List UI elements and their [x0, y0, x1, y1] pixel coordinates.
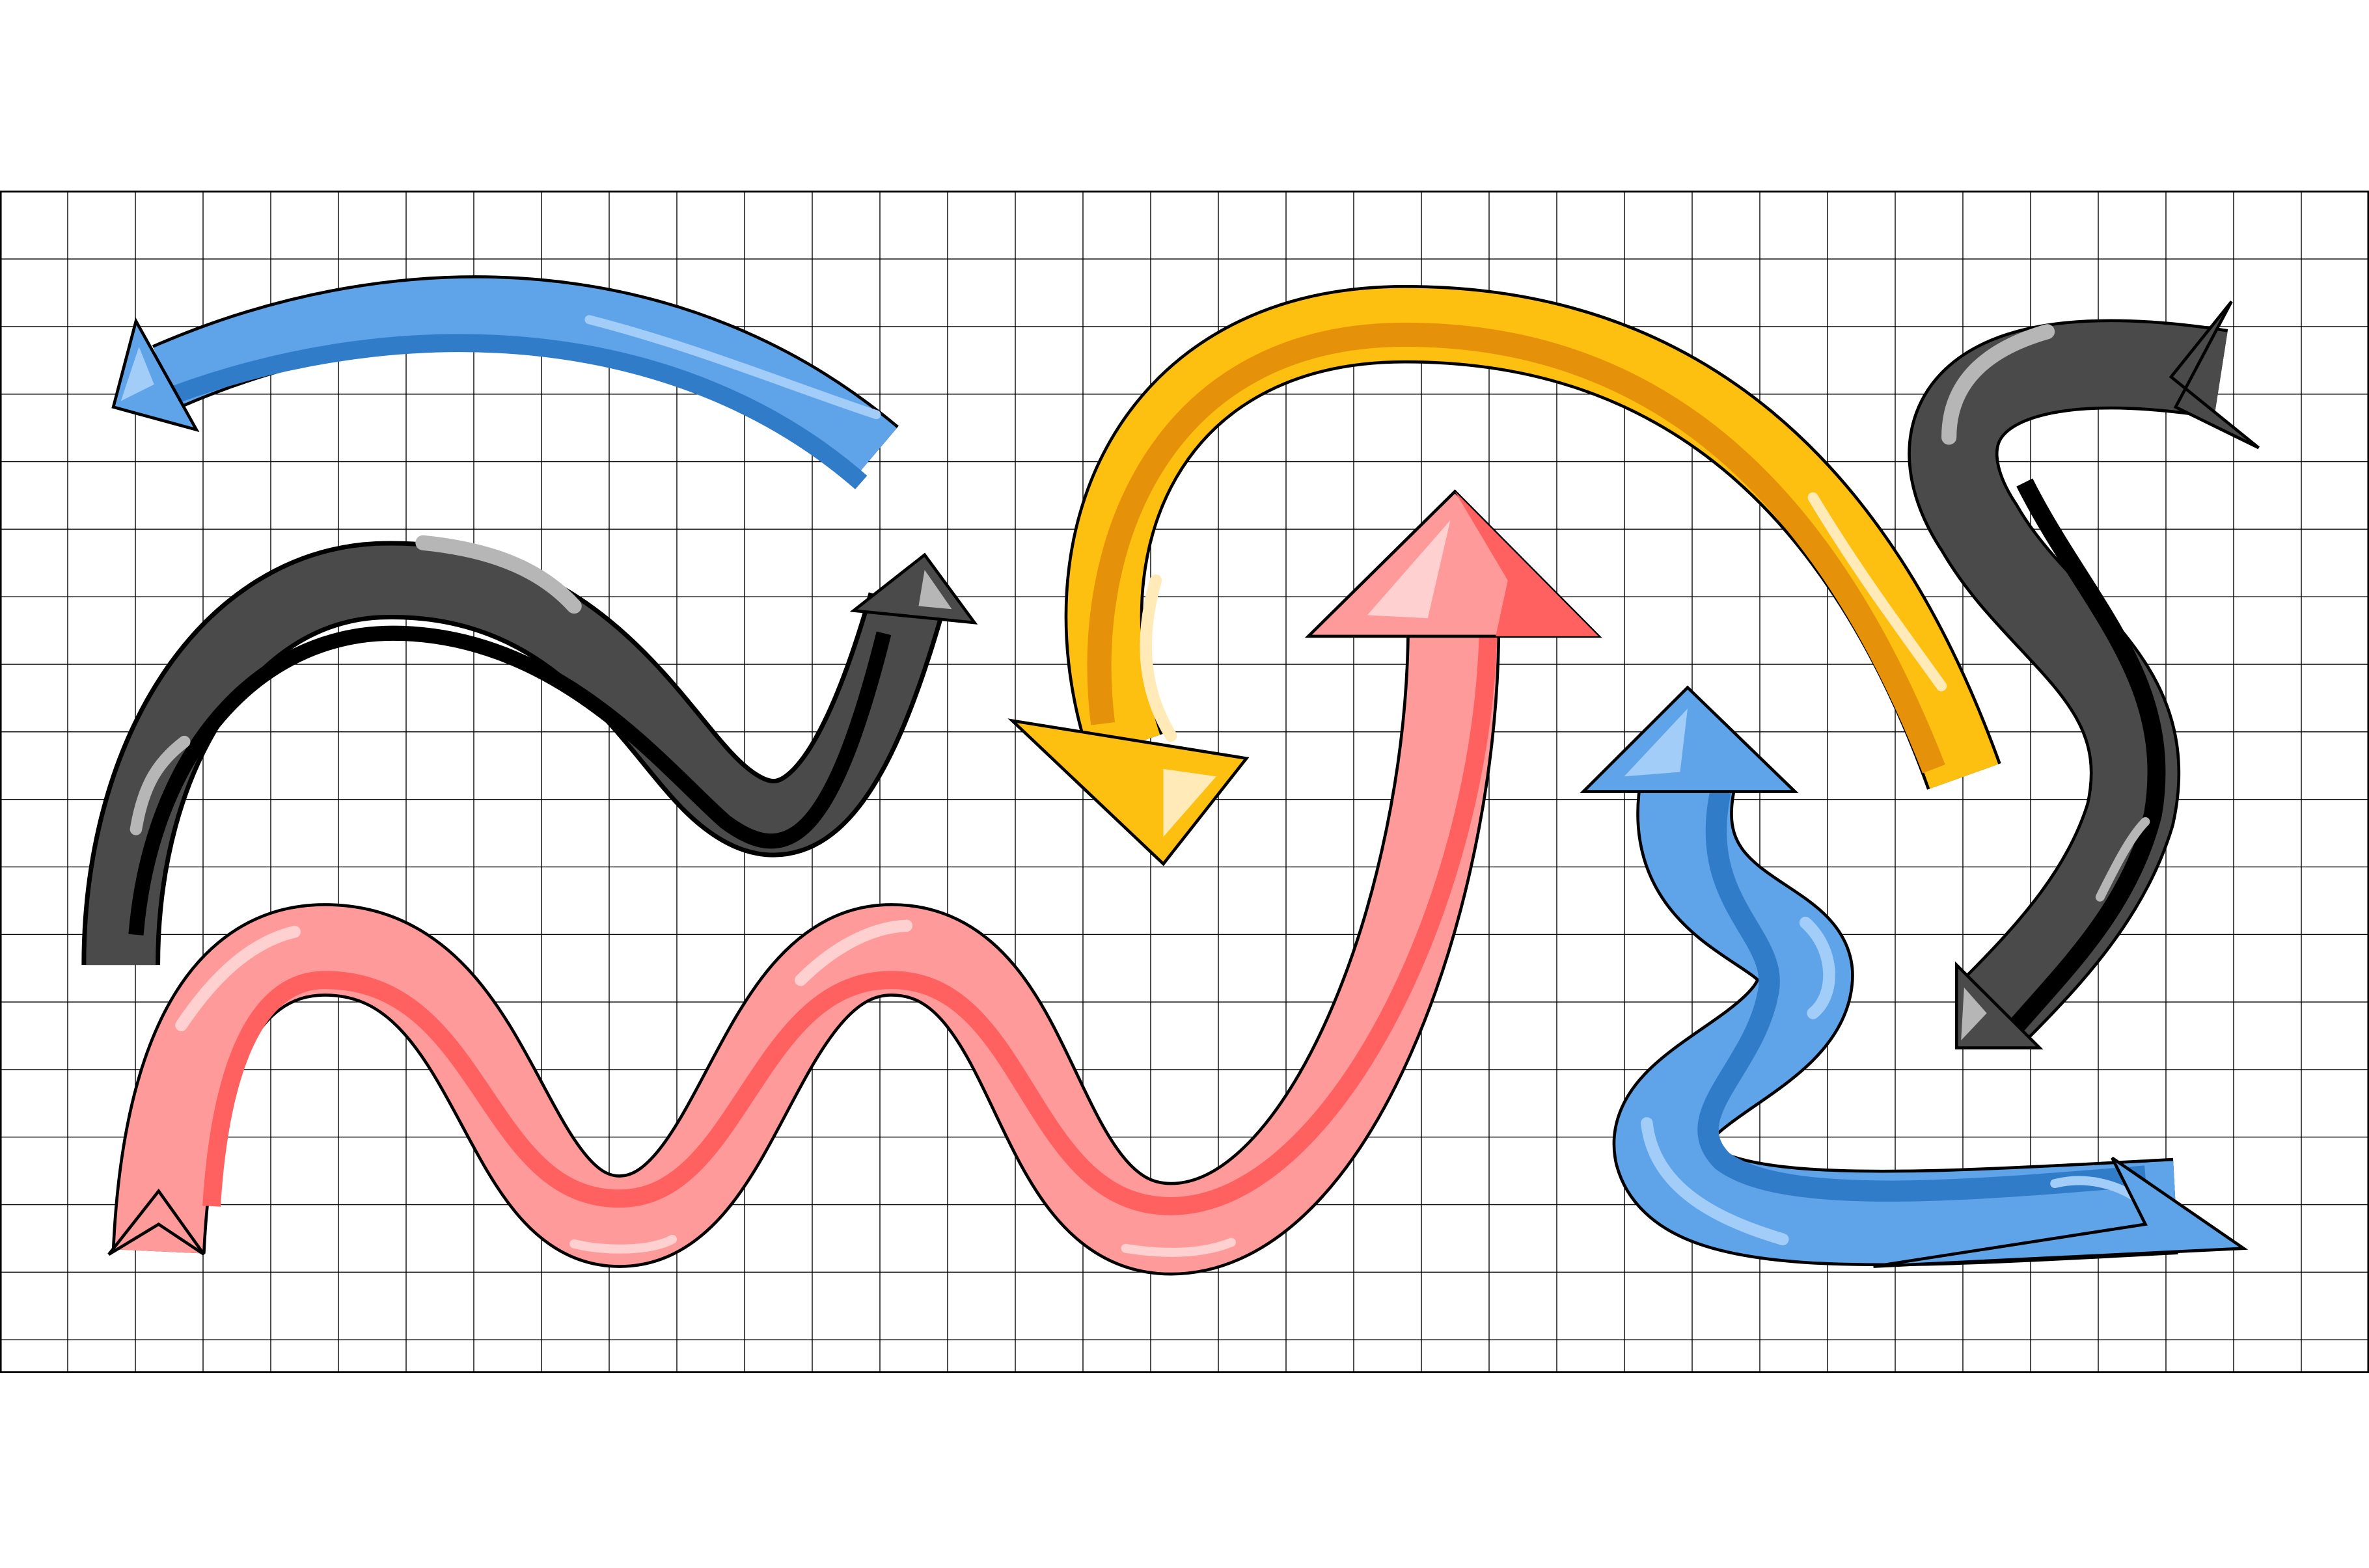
arrow-blue-wave-up-icon: [1580, 685, 2249, 1268]
arrow-pink-wave-up-icon: [107, 489, 1602, 1276]
arrow-blue-curved-left-icon: [111, 275, 899, 490]
arrow-yellow-loop-icon: [1007, 284, 2001, 867]
arrow-black-s-down-icon: [1908, 301, 2260, 1049]
arrow-black-wave-icon: [81, 535, 978, 966]
